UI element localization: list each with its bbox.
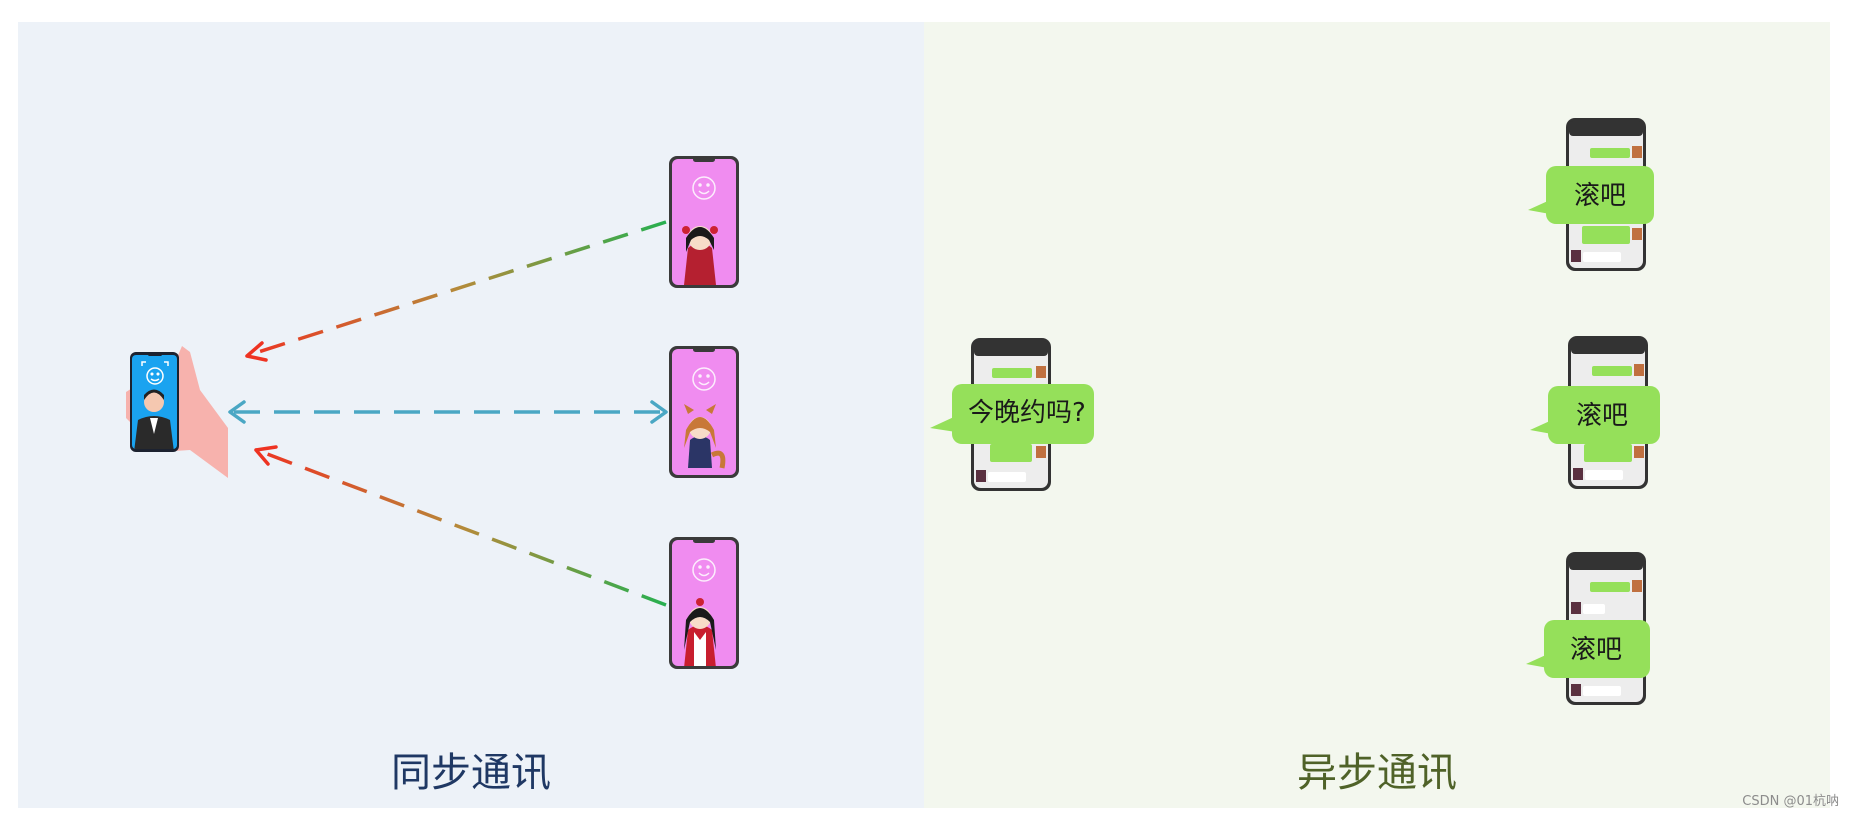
- face-scan-icon: [141, 361, 169, 385]
- reply-bubble-top: 滚吧: [1528, 166, 1654, 224]
- sync-panel-title: 同步通讯: [391, 750, 551, 796]
- smiley-icon: [692, 176, 716, 200]
- user-avatar: [134, 389, 174, 449]
- user-phone-group: [126, 346, 228, 478]
- sender-message-text: 今晚约吗?: [968, 398, 1086, 428]
- sender-message-bubble: 今晚约吗?: [930, 384, 1094, 444]
- watermark: CSDN @01杭呐: [1742, 794, 1839, 809]
- anime-avatar-bottom: [684, 598, 716, 666]
- contact-phone-bottom: [669, 537, 739, 669]
- reply-bubble-middle: 滚吧: [1530, 386, 1660, 444]
- async-panel-title: 异步通讯: [1297, 750, 1457, 796]
- reply-bubble-bottom: 滚吧: [1526, 620, 1650, 678]
- smiley-icon: [692, 367, 716, 391]
- anime-avatar-top: [682, 226, 718, 285]
- contact-phone-middle: [669, 346, 739, 478]
- sender-chat-phone: [971, 338, 1051, 491]
- reply-text-middle: 滚吧: [1576, 401, 1628, 431]
- arrow-top-to-user: [245, 220, 667, 362]
- arrow-bottom-to-user: [254, 445, 667, 607]
- smiley-icon: [692, 558, 716, 582]
- contact-phone-top: [669, 156, 739, 288]
- anime-avatar-middle: [684, 404, 726, 469]
- reply-text-bottom: 滚吧: [1570, 635, 1622, 665]
- reply-text-top: 滚吧: [1574, 181, 1626, 211]
- arrow-bidirectional: [228, 400, 668, 424]
